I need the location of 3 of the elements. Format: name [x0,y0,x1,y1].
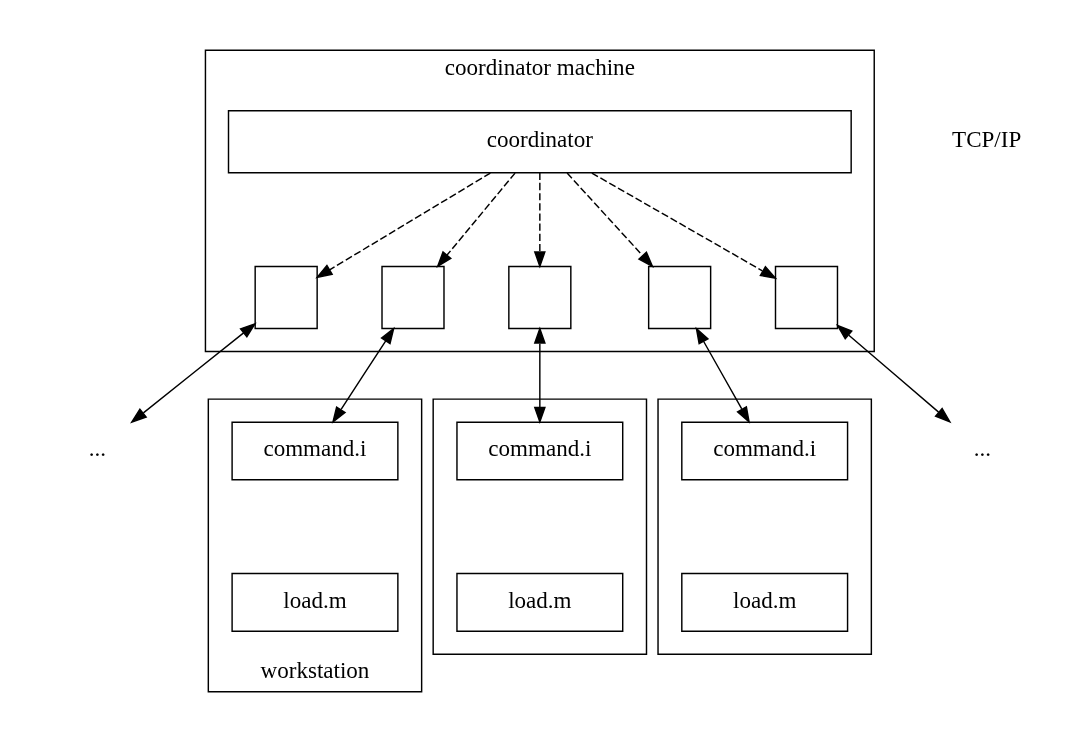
node-text: ... [88,434,106,461]
label: TCP/IP [952,125,1022,152]
node-text: ... [973,434,991,461]
